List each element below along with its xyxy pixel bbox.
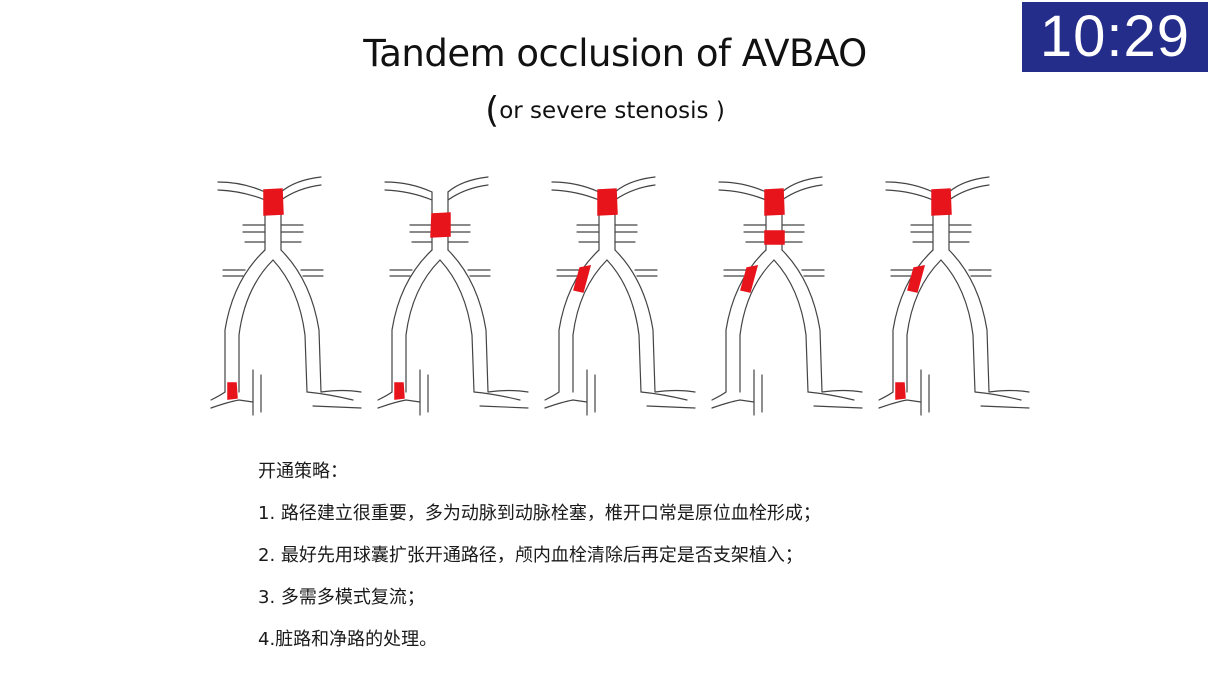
vessel-wall xyxy=(781,176,823,193)
vessel-wall xyxy=(447,249,489,393)
strategy-item-4: 4.脏路和净路的处理。 xyxy=(258,629,438,650)
vessel-wall xyxy=(654,389,696,393)
clock-display: 10:29 xyxy=(1022,2,1208,72)
occlusion-distal-vertebral xyxy=(394,382,405,400)
vessel-wall xyxy=(551,189,600,201)
vessel-wall xyxy=(980,405,1030,409)
vessel-wall xyxy=(781,184,823,201)
vessel-diagram-row xyxy=(200,170,1030,430)
vessel-wall xyxy=(280,176,322,193)
subtitle-paren: ( xyxy=(485,90,500,131)
vessel-wall xyxy=(773,259,809,393)
strategy-item-2: 2. 最好先用球囊扩张开通路径，颅内血栓清除后再定是否支架植入； xyxy=(258,545,803,566)
vessel-wall xyxy=(725,249,767,393)
strategy-item-1: 1. 路径建立很重要，多为动脉到动脉栓塞，椎开口常是原位血栓形成； xyxy=(258,503,821,524)
occlusion-distal-vertebral xyxy=(895,382,906,400)
vessel-wall xyxy=(544,391,560,401)
vessel-wall xyxy=(988,389,1030,393)
vessel-wall xyxy=(391,249,433,393)
occlusion-vertebrobasilar-junction xyxy=(597,188,618,216)
vessel-wall xyxy=(487,389,529,393)
vessel-wall xyxy=(892,249,934,393)
vessel-wall xyxy=(306,391,354,401)
vessel-wall xyxy=(813,405,863,409)
vessel-diagram-1 xyxy=(210,176,362,416)
vessel-wall xyxy=(711,391,727,401)
vessel-wall xyxy=(878,391,894,401)
vessel-wall xyxy=(384,181,433,193)
vessel-wall xyxy=(280,249,322,393)
vessel-wall xyxy=(974,391,1022,401)
vessel-wall xyxy=(906,259,942,393)
vessel-diagram-4 xyxy=(711,176,863,416)
vessel-wall xyxy=(807,391,855,401)
slide-subtitle: (or severe stenosis ) xyxy=(340,90,870,131)
occlusion-vertebrobasilar-junction xyxy=(931,188,952,216)
subtitle-text: or severe stenosis ) xyxy=(499,98,725,124)
vessel-wall xyxy=(948,176,990,193)
vessel-wall xyxy=(614,184,656,201)
slide-title: Tandem occlusion of AVBAO xyxy=(363,32,867,75)
occlusion-vertebrobasilar-junction xyxy=(764,188,785,216)
strategy-item-3: 3. 多需多模式复流； xyxy=(258,587,425,608)
vessel-wall xyxy=(885,189,934,201)
vessel-wall xyxy=(646,405,696,409)
vessel-wall xyxy=(217,189,266,201)
vessel-diagrams xyxy=(210,176,1030,416)
vessel-wall xyxy=(948,184,990,201)
occlusion-basilar-top xyxy=(430,212,451,238)
vessel-wall xyxy=(479,405,529,409)
vessel-wall xyxy=(878,399,922,409)
vessel-wall xyxy=(473,391,521,401)
occlusion-distal-vertebral xyxy=(227,382,238,400)
vessel-wall xyxy=(718,189,767,201)
vessel-wall xyxy=(739,259,775,393)
vessel-wall xyxy=(384,189,433,201)
vessel-wall xyxy=(447,176,489,193)
vessel-wall xyxy=(640,391,688,401)
occlusion-mid-vertebral xyxy=(573,265,592,293)
vessel-wall xyxy=(377,391,393,401)
occlusion-mid-vertebral xyxy=(907,265,926,293)
vessel-wall xyxy=(312,405,362,409)
vessel-wall xyxy=(551,181,600,193)
strategy-list: 开通策略： 1. 路径建立很重要，多为动脉到动脉栓塞，椎开口常是原位血栓形成； … xyxy=(258,455,1018,665)
vessel-diagram-3 xyxy=(544,176,696,416)
vessel-wall xyxy=(940,259,976,393)
occlusion-mid-vertebral xyxy=(740,265,759,293)
vessel-wall xyxy=(238,259,274,393)
vessel-diagram-5 xyxy=(878,176,1030,416)
strategy-heading: 开通策略： xyxy=(258,461,348,482)
vessel-wall xyxy=(718,181,767,193)
vessel-wall xyxy=(821,389,863,393)
vessel-wall xyxy=(210,391,226,401)
vessel-diagram-2 xyxy=(377,176,529,416)
vessel-wall xyxy=(572,259,608,393)
vessel-wall xyxy=(885,181,934,193)
vessel-wall xyxy=(606,259,642,393)
vessel-wall xyxy=(405,259,441,393)
vessel-wall xyxy=(272,259,308,393)
vessel-wall xyxy=(544,399,588,409)
vessel-wall xyxy=(280,184,322,201)
vessel-wall xyxy=(377,399,421,409)
vessel-wall xyxy=(614,176,656,193)
vessel-wall xyxy=(948,249,990,393)
vessel-wall xyxy=(781,249,823,393)
vessel-wall xyxy=(217,181,266,193)
vessel-wall xyxy=(447,184,489,201)
vessel-wall xyxy=(224,249,266,393)
occlusion-basilar-mid xyxy=(764,230,785,245)
vessel-wall xyxy=(210,399,254,409)
occlusion-vertebrobasilar-junction xyxy=(263,188,284,216)
vessel-wall xyxy=(614,249,656,393)
vessel-wall xyxy=(320,389,362,393)
vessel-wall xyxy=(439,259,475,393)
vessel-wall xyxy=(711,399,755,409)
vessel-wall xyxy=(558,249,600,393)
